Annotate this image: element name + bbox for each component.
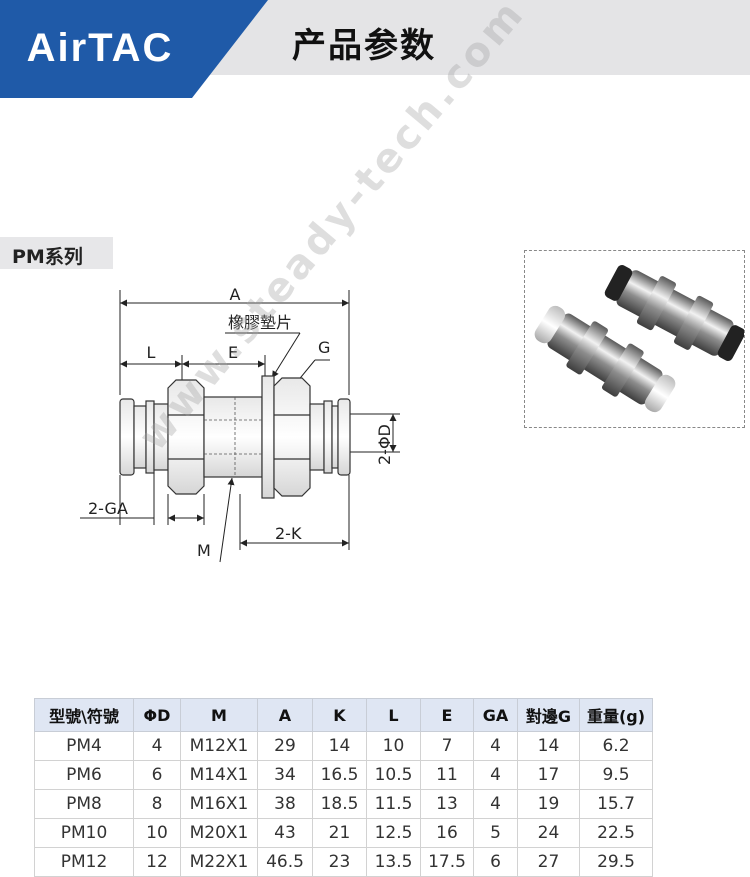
- cell-e: 11: [420, 760, 474, 790]
- cell-e: 13: [420, 789, 474, 819]
- cell-k: 16.5: [312, 760, 367, 790]
- header-background: [0, 0, 750, 98]
- cell-k: 23: [312, 847, 367, 877]
- cell-a: 29: [257, 731, 313, 761]
- cell-g: 19: [517, 789, 580, 819]
- table-row: PM4 4 M12X1 29 14 10 7 4 14 6.2: [34, 731, 653, 761]
- cell-l: 13.5: [366, 847, 421, 877]
- cell-diameter: 6: [133, 760, 181, 790]
- cell-m: M16X1: [180, 789, 258, 819]
- cell-e: 16: [420, 818, 474, 848]
- header-diameter: ΦD: [133, 698, 181, 732]
- cell-diameter: 8: [133, 789, 181, 819]
- cell-ga: 4: [473, 760, 518, 790]
- header-weight: 重量(g): [579, 698, 653, 732]
- cell-m: M20X1: [180, 818, 258, 848]
- cell-model: PM6: [34, 760, 134, 790]
- page-header: AirTAC 产品参数: [0, 0, 750, 98]
- cell-weight: 29.5: [579, 847, 653, 877]
- label-ga: 2-GA: [88, 499, 128, 518]
- page-title: 产品参数: [292, 26, 436, 66]
- label-g: G: [318, 338, 330, 357]
- label-d: 2-ΦD: [375, 424, 394, 465]
- cell-e: 17.5: [420, 847, 474, 877]
- cell-diameter: 4: [133, 731, 181, 761]
- product-photo: [524, 250, 746, 428]
- cell-g: 17: [517, 760, 580, 790]
- cell-l: 11.5: [366, 789, 421, 819]
- cell-model: PM10: [34, 818, 134, 848]
- label-l: L: [147, 343, 156, 362]
- cell-model: PM4: [34, 731, 134, 761]
- cell-diameter: 10: [133, 818, 181, 848]
- cell-ga: 6: [473, 847, 518, 877]
- cell-ga: 4: [473, 731, 518, 761]
- header-k: K: [312, 698, 367, 732]
- cell-weight: 15.7: [579, 789, 653, 819]
- header-e: E: [420, 698, 474, 732]
- cell-g: 27: [517, 847, 580, 877]
- cell-ga: 5: [473, 818, 518, 848]
- cell-l: 10: [366, 731, 421, 761]
- cell-model: PM12: [34, 847, 134, 877]
- cell-a: 34: [257, 760, 313, 790]
- cell-model: PM8: [34, 789, 134, 819]
- cell-a: 46.5: [257, 847, 313, 877]
- cell-m: M14X1: [180, 760, 258, 790]
- cell-l: 10.5: [366, 760, 421, 790]
- cell-g: 24: [517, 818, 580, 848]
- cell-k: 21: [312, 818, 367, 848]
- header-g: 對邊G: [517, 698, 580, 732]
- header-model: 型號\符號: [34, 698, 134, 732]
- table-row: PM6 6 M14X1 34 16.5 10.5 11 4 17 9.5: [34, 760, 653, 790]
- fitting-illustration: [534, 265, 746, 413]
- cell-weight: 6.2: [579, 731, 653, 761]
- table-row: PM8 8 M16X1 38 18.5 11.5 13 4 19 15.7: [34, 789, 653, 819]
- label-gasket: 橡膠墊片: [228, 313, 292, 332]
- label-a: A: [230, 285, 241, 304]
- dimension-drawing: A 橡膠墊片 L E G 2-ΦD 2-GA 2-K M: [80, 285, 400, 563]
- cell-e: 7: [420, 731, 474, 761]
- table-header-row: 型號\符號 ΦD M A K L E GA 對邊G 重量(g): [34, 698, 653, 732]
- header-l: L: [366, 698, 421, 732]
- cell-a: 38: [257, 789, 313, 819]
- cell-k: 14: [312, 731, 367, 761]
- parameter-table: 型號\符號 ΦD M A K L E GA 對邊G 重量(g) PM4 4 M1…: [34, 698, 653, 877]
- label-k: 2-K: [275, 524, 302, 543]
- header-m: M: [180, 698, 258, 732]
- cell-weight: 9.5: [579, 760, 653, 790]
- header-ga: GA: [473, 698, 518, 732]
- label-e: E: [228, 343, 238, 362]
- cell-m: M22X1: [180, 847, 258, 877]
- brand-logo: AirTAC: [26, 26, 174, 70]
- header-a: A: [257, 698, 313, 732]
- cell-l: 12.5: [366, 818, 421, 848]
- label-m: M: [197, 541, 211, 560]
- table-row: PM10 10 M20X1 43 21 12.5 16 5 24 22.5: [34, 818, 653, 848]
- cell-m: M12X1: [180, 731, 258, 761]
- cell-g: 14: [517, 731, 580, 761]
- series-label-text: PM系列: [12, 246, 83, 268]
- cell-a: 43: [257, 818, 313, 848]
- cell-k: 18.5: [312, 789, 367, 819]
- series-label: PM系列: [0, 237, 113, 269]
- cell-ga: 4: [473, 789, 518, 819]
- table-row: PM12 12 M22X1 46.5 23 13.5 17.5 6 27 29.…: [34, 847, 653, 877]
- cell-weight: 22.5: [579, 818, 653, 848]
- cell-diameter: 12: [133, 847, 181, 877]
